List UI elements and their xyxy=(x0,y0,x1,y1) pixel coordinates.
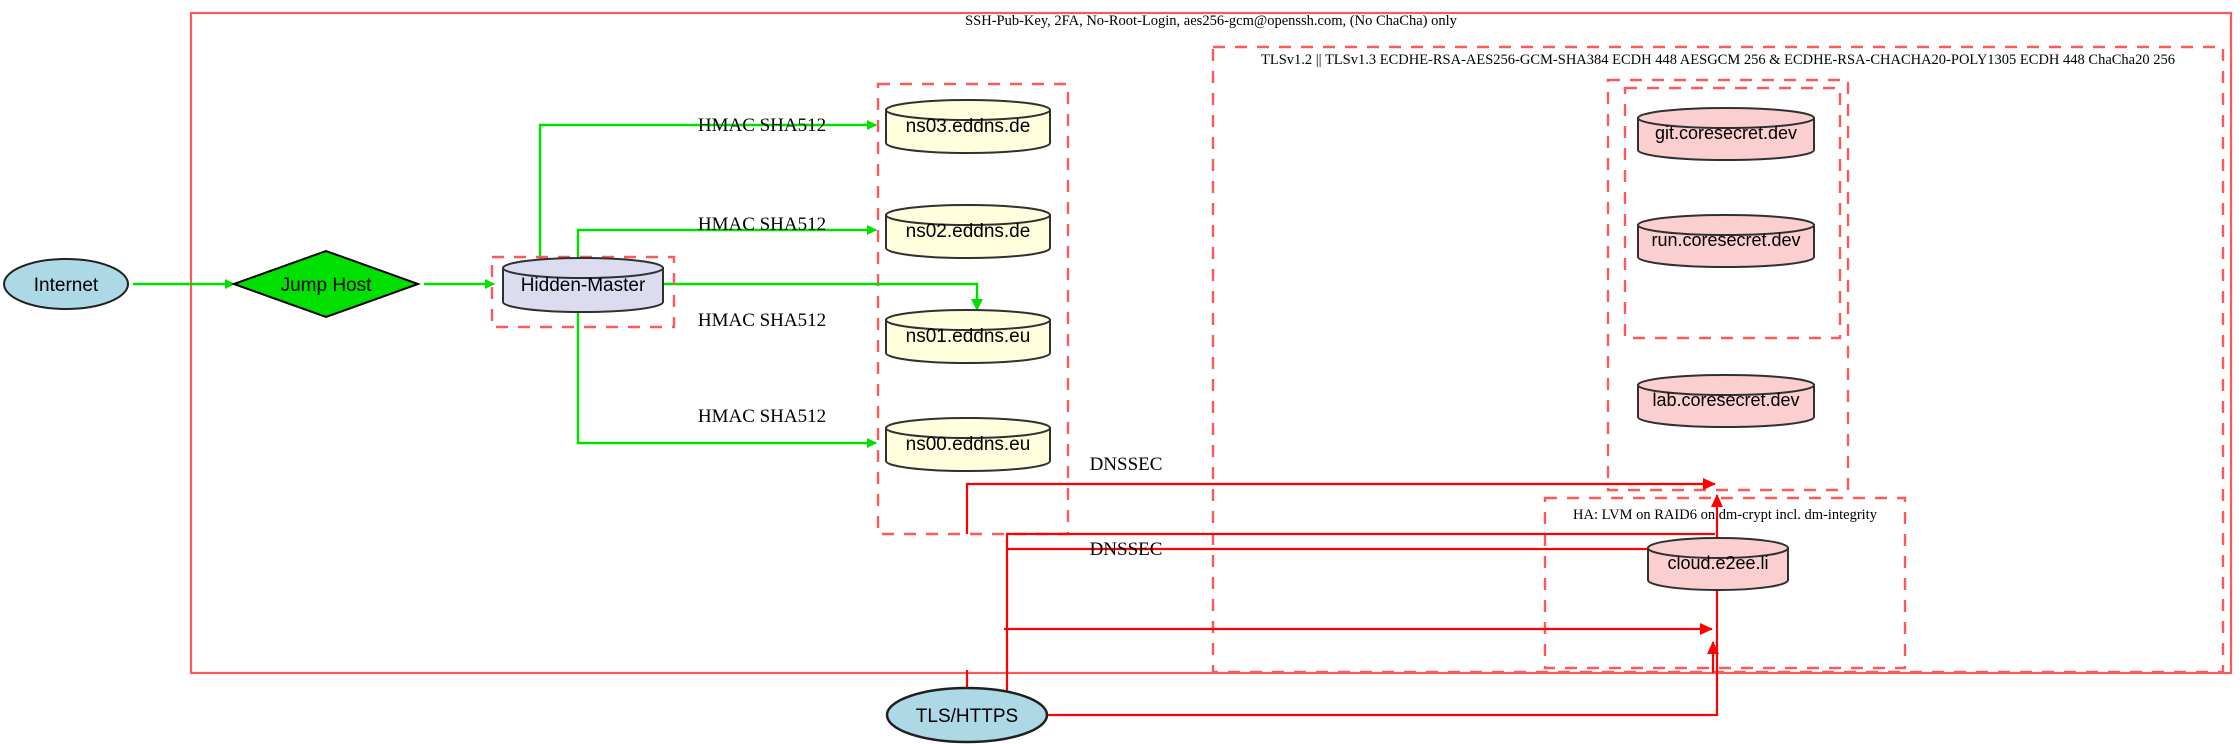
edge-label-hmac-ns00: HMAC SHA512 xyxy=(698,406,826,427)
node-ns00-label: ns00.eddns.eu xyxy=(906,434,1031,455)
node-tls-https-label: TLS/HTTPS xyxy=(916,706,1018,727)
edge-label-hmac-ns01: HMAC SHA512 xyxy=(698,310,826,331)
ha-zone-label: HA: LVM on RAID6 on dm-crypt incl. dm-in… xyxy=(1573,507,1878,523)
node-ns03[interactable]: ns03.eddns.de xyxy=(885,99,1051,154)
edge-label-hmac-ns02: HMAC SHA512 xyxy=(698,214,826,235)
node-ns01-label: ns01.eddns.eu xyxy=(906,326,1031,347)
node-hidden-master[interactable]: Hidden-Master xyxy=(502,257,664,313)
coresecret-outer-boundary xyxy=(1606,78,1850,492)
edge-dnssec-lower-stub xyxy=(1005,532,1715,715)
node-jump-host-label: Jump Host xyxy=(281,275,373,296)
node-git-coresecret[interactable]: git.coresecret.dev xyxy=(1637,107,1815,161)
edge-hiddenmaster-to-ns00 xyxy=(576,305,877,448)
edge-hiddenmaster-to-ns02 xyxy=(576,225,877,265)
edge-label-dnssec-upper: DNSSEC xyxy=(1090,454,1163,475)
ssh-zone-boundary xyxy=(189,11,2233,675)
edge-dnssec-upper xyxy=(965,478,1716,534)
node-run-coresecret[interactable]: run.coresecret.dev xyxy=(1637,214,1815,268)
git-run-group-boundary xyxy=(1623,86,1842,340)
node-cloud-e2ee-label: cloud.e2ee.li xyxy=(1667,553,1768,573)
node-lab-coresecret[interactable]: lab.coresecret.dev xyxy=(1637,374,1815,428)
node-tls-https[interactable]: TLS/HTTPS xyxy=(885,686,1049,744)
node-internet-label: Internet xyxy=(34,275,99,296)
ha-zone-boundary xyxy=(1543,496,1907,670)
node-git-coresecret-label: git.coresecret.dev xyxy=(1655,123,1797,143)
edge-label-dnssec-lower: DNSSEC xyxy=(1090,539,1163,560)
node-ns02[interactable]: ns02.eddns.de xyxy=(885,204,1051,259)
edge-tlshttps-to-coresecret xyxy=(1047,494,1723,717)
edge-label-hmac-ns03: HMAC SHA512 xyxy=(698,115,826,136)
tls-zone-label: TLSv1.2 || TLSv1.3 ECDHE-RSA-AES256-GCM-… xyxy=(1261,52,2175,68)
edge-hiddenmaster-to-ns01 xyxy=(614,282,983,311)
node-hidden-master-label: Hidden-Master xyxy=(521,275,646,296)
ssh-zone-label: SSH-Pub-Key, 2FA, No-Root-Login, aes256-… xyxy=(965,13,1458,29)
node-lab-coresecret-label: lab.coresecret.dev xyxy=(1652,390,1799,410)
node-ns01[interactable]: ns01.eddns.eu xyxy=(885,309,1051,364)
node-ns00[interactable]: ns00.eddns.eu xyxy=(885,417,1051,472)
node-ns03-label: ns03.eddns.de xyxy=(906,116,1031,137)
node-ns02-label: ns02.eddns.de xyxy=(906,221,1031,242)
dns-cluster-boundary xyxy=(876,82,1070,536)
node-internet[interactable]: Internet xyxy=(3,258,129,310)
node-cloud-e2ee[interactable]: cloud.e2ee.li xyxy=(1647,537,1789,591)
node-jump-host[interactable]: Jump Host xyxy=(231,249,421,319)
node-run-coresecret-label: run.coresecret.dev xyxy=(1651,230,1800,250)
edge-hiddenmaster-to-ns03 xyxy=(538,120,877,265)
